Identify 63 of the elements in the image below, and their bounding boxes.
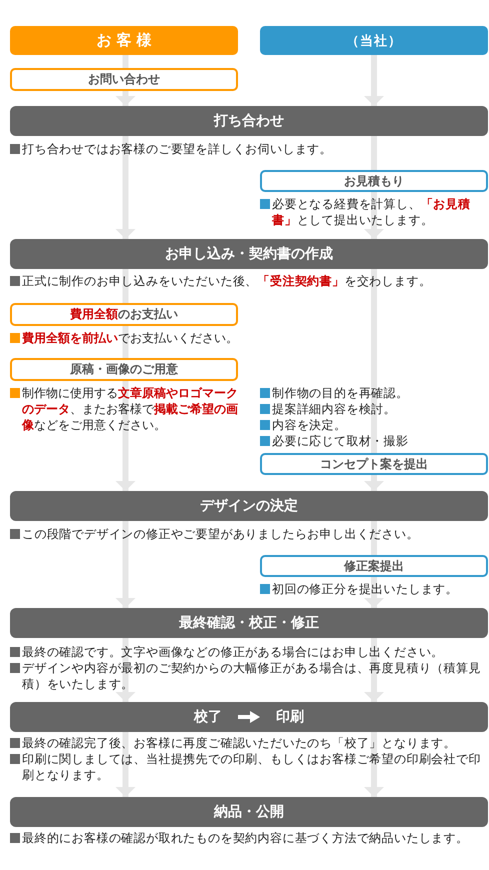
description-text: 費用全額を前払いでお支払いください。	[22, 330, 238, 346]
step-title: コンセプト案を提出	[320, 456, 428, 472]
flow-line	[122, 269, 128, 303]
description-text: この段階でデザインの修正やご要望がありましたらお申し出ください。	[22, 526, 419, 542]
flow-arrow	[364, 475, 384, 491]
description-text: 提案詳細内容を検討。	[272, 401, 396, 417]
flow-arrow	[116, 521, 136, 608]
description-text: 必要となる経費を計算し、「お見積書」として提出いたします。	[272, 196, 472, 228]
description-text: 正式に制作のお申し込みをいただいた後、「受注契約書」を交わします。	[22, 273, 432, 289]
flow-line	[122, 326, 128, 358]
step-title: お問い合わせ	[88, 71, 160, 88]
flow-arrow	[116, 91, 136, 106]
description-text: 最終的にお客様の確認が取れたものを契約内容に基づく方法で納品いたします。	[22, 830, 468, 846]
flow-arrow	[116, 381, 136, 491]
flow-line	[371, 521, 377, 555]
flow-line	[122, 55, 128, 68]
flow-arrow	[364, 638, 384, 702]
stage-band	[10, 702, 488, 732]
flow-arrow	[364, 732, 384, 797]
description-text: 制作物に使用する文章原稿やロゴマークのデータ、またお客様で掲載ご希望の画像などをご用意ください。	[22, 385, 239, 433]
description-text: デザインや内容が最初のご契約からの大幅修正がある場合は、再度見積り（積算見積）をいたします。	[22, 660, 482, 692]
flow-line	[371, 136, 377, 170]
header-title: （当社）	[346, 32, 402, 50]
step-title: 修正案提出	[344, 558, 404, 574]
step-box	[260, 555, 488, 577]
description-text: 打ち合わせではお客様のご要望を詳しくお伺いします。	[22, 141, 332, 157]
stage-title: 校了	[194, 708, 222, 726]
description-text: 初回の修正分を提出いたします。	[272, 581, 458, 597]
step-box	[10, 68, 238, 91]
header-title: お客様	[96, 31, 156, 50]
description-text: 最終の確認です。文字や画像などの修正がある場合にはお申し出ください。	[22, 644, 444, 660]
flow-line	[371, 269, 377, 453]
stage-band	[10, 106, 488, 136]
step-title: 原稿・画像のご用意	[70, 361, 178, 378]
stage-title: 納品・公開	[214, 803, 284, 821]
description-text: 制作物の目的を再確認。	[272, 385, 408, 401]
step-box	[260, 453, 488, 475]
stage-band	[10, 239, 488, 269]
flow-arrow	[116, 638, 136, 702]
flow-arrow	[364, 192, 384, 239]
stage-band	[10, 797, 488, 827]
step-title: お見積もり	[344, 172, 404, 190]
stage-title: 打ち合わせ	[214, 112, 284, 130]
step-title: 費用全額のお支払い	[70, 306, 178, 323]
stage-band	[10, 491, 488, 521]
flow-arrow	[116, 136, 136, 239]
stage-band	[10, 608, 488, 638]
flow-arrow	[364, 577, 384, 608]
step-box	[10, 358, 238, 381]
description-text: 印刷に関しましては、当社提携先での印刷、もしくはお客様ご希望の印刷会社で印刷となります。	[22, 751, 482, 783]
column-header	[10, 26, 238, 55]
step-box	[260, 170, 488, 192]
stage-title: 最終確認・校正・修正	[179, 614, 319, 632]
flow-arrow	[116, 732, 136, 797]
description-text: 必要に応じて取材・撮影	[272, 433, 408, 449]
column-header	[260, 26, 488, 55]
stage-title: 印刷	[276, 708, 304, 726]
description-text: 最終の確認完了後、お客様に再度ご確認いただいたのち「校了」となります。	[22, 735, 456, 751]
step-box	[10, 303, 238, 326]
stage-title: お申し込み・契約書の作成	[165, 245, 333, 263]
stage-title: デザインの決定	[200, 497, 298, 515]
description-text: 内容を決定。	[272, 417, 346, 433]
flow-arrow	[364, 55, 384, 106]
